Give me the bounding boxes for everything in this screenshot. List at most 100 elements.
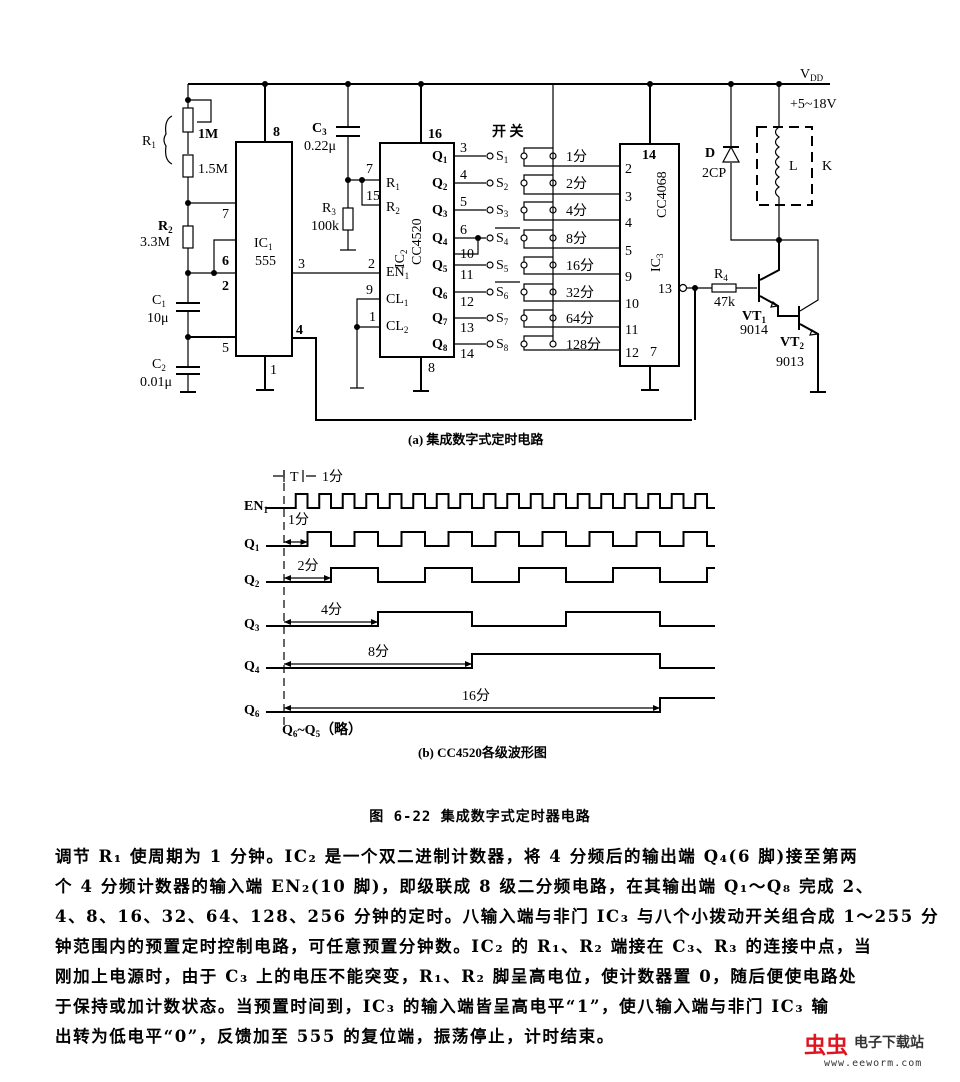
- svg-text:14: 14: [460, 347, 474, 362]
- svg-text:2: 2: [625, 162, 632, 177]
- svg-text:13: 13: [460, 321, 474, 336]
- signal-label: Q4: [244, 659, 260, 675]
- r4: [711, 283, 737, 293]
- svg-text:9014: 9014: [740, 323, 768, 338]
- watermark: 虫虫 电子下载站 www.eeworm.com: [804, 1026, 954, 1076]
- delay-label: 8分: [368, 644, 389, 660]
- svg-text:14: 14: [642, 148, 656, 163]
- svg-text:1: 1: [369, 310, 376, 325]
- body-line: 4、8、16、32、64、128、256 分钟的定时。八输入端与非门 IC₃ 与…: [55, 907, 940, 926]
- vt1-label: VT1: [742, 309, 766, 325]
- svg-text:S4: S4: [496, 231, 509, 247]
- svg-text:3: 3: [460, 141, 467, 156]
- vdd-label: VDD: [800, 67, 824, 83]
- ic3-label: IC3: [649, 253, 665, 272]
- svg-text:R1: R1: [386, 176, 400, 192]
- svg-text:555: 555: [255, 254, 276, 269]
- relay-label: K: [822, 159, 832, 174]
- svg-text:1分: 1分: [322, 469, 343, 485]
- svg-text:8: 8: [273, 125, 280, 140]
- svg-text:9: 9: [366, 283, 373, 298]
- caption-a: (a) 集成数字式定时电路: [408, 432, 544, 447]
- omitted-note: Q6~Q5（略）: [282, 721, 362, 739]
- r1-pot: [182, 107, 194, 133]
- svg-text:12: 12: [625, 346, 639, 361]
- signal-label: Q3: [244, 617, 260, 633]
- body-line: 于保持或加计数状态。当预置时间到，IC₃ 的输入端皆呈高电平“1”，使八输入端与…: [55, 997, 830, 1016]
- body-line: 钟范围内的预置定时控制电路，可任意预置分钟数。IC₂ 的 R₁、R₂ 端接在 C…: [55, 937, 873, 956]
- waveform-trace: [266, 611, 715, 627]
- signal-label: EN1: [244, 499, 268, 515]
- waveform-trace: [266, 653, 715, 669]
- svg-text:L: L: [789, 159, 798, 174]
- delay-label: 16分: [462, 688, 490, 704]
- ic2-output-label: Q8: [432, 337, 448, 353]
- svg-text:5: 5: [625, 244, 632, 259]
- svg-text:3: 3: [625, 190, 632, 205]
- svg-text:T: T: [290, 470, 299, 485]
- svg-text:16: 16: [428, 127, 442, 142]
- svg-text:15: 15: [366, 189, 380, 204]
- delay-label: 1分: [288, 512, 309, 528]
- svg-text:10μ: 10μ: [147, 311, 169, 326]
- svg-text:S8: S8: [496, 337, 509, 353]
- ic2-output-label: Q4: [432, 231, 448, 247]
- dip-switch[interactable]: S4 8分: [486, 227, 620, 249]
- svg-text:7: 7: [222, 207, 229, 222]
- svg-text:S7: S7: [496, 311, 509, 327]
- ic2-output-label: Q6: [432, 285, 448, 301]
- ic2-label: IC2: [393, 250, 409, 269]
- timer-circuit-figure: VDD +5~18V 1M 1.5M R1 R2 3.3M C1 10μ: [140, 67, 837, 760]
- svg-text:8: 8: [428, 361, 435, 376]
- r1-fixed: [182, 154, 194, 178]
- r3: [342, 207, 354, 231]
- svg-text:13: 13: [658, 282, 672, 297]
- body-line: 出转为低电平“0”，反馈加至 555 的复位端，振荡停止，计时结束。: [55, 1027, 615, 1046]
- svg-text:7: 7: [650, 345, 657, 360]
- switch-time-label: 64分: [566, 311, 594, 327]
- waveform-trace: [266, 697, 715, 713]
- signal-label: Q2: [244, 573, 260, 589]
- c1-label: C1: [152, 293, 166, 309]
- svg-text:2: 2: [368, 257, 375, 272]
- switch-time-label: 4分: [566, 203, 587, 219]
- c3-label: C3: [312, 121, 327, 137]
- svg-text:10: 10: [460, 247, 474, 262]
- dip-switch[interactable]: S7 64分: [486, 309, 620, 328]
- ic2-output-label: Q7: [432, 311, 448, 327]
- signal-label: Q1: [244, 537, 260, 553]
- switch-time-label: 8分: [566, 231, 587, 247]
- switch-time-label: 2分: [566, 176, 587, 192]
- svg-text:100k: 100k: [311, 219, 339, 234]
- svg-text:S3: S3: [496, 203, 509, 219]
- delay-label: 4分: [321, 602, 342, 618]
- svg-text:2: 2: [222, 279, 229, 294]
- svg-text:1.5M: 1.5M: [198, 162, 229, 177]
- ic1-label: IC1: [254, 236, 273, 252]
- ic2-output-label: Q2: [432, 176, 448, 192]
- svg-text:CL2: CL2: [386, 319, 408, 335]
- svg-text:2CP: 2CP: [702, 166, 726, 181]
- switch-time-label: 32分: [566, 285, 594, 301]
- ic2-part: CC4520: [410, 218, 425, 265]
- switch-time-label: 16分: [566, 258, 594, 274]
- svg-text:3.3M: 3.3M: [140, 235, 171, 250]
- svg-text:4: 4: [625, 216, 632, 231]
- svg-text:9: 9: [625, 270, 632, 285]
- ic2-cc4520: [379, 142, 455, 358]
- svg-text:5: 5: [460, 195, 467, 210]
- r3-label: R3: [322, 201, 336, 217]
- svg-text:CL1: CL1: [386, 292, 408, 308]
- waveform-trace: [266, 531, 715, 547]
- watermark-site-name: 电子下载站: [854, 1035, 924, 1051]
